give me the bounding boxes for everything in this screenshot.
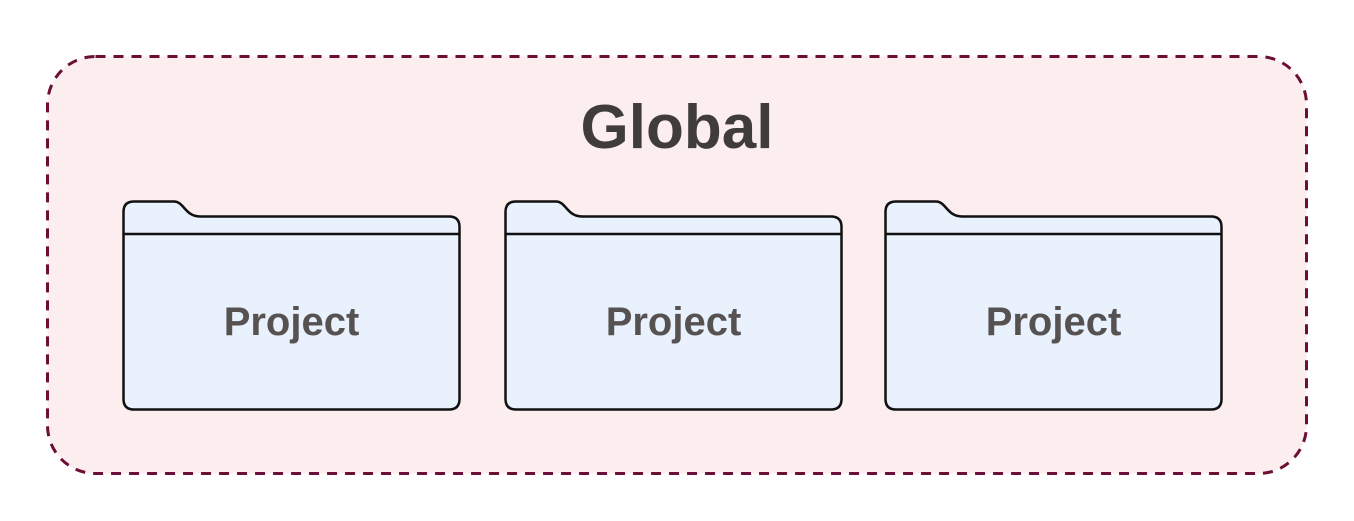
project-folder-1: Project — [122, 200, 461, 411]
folder-icon — [884, 200, 1223, 411]
project-folder-2: Project — [504, 200, 843, 411]
project-folder-label: Project — [223, 299, 360, 344]
folder-icon — [504, 200, 843, 411]
project-folder-3: Project — [884, 200, 1223, 411]
global-scope-title: Global — [580, 93, 774, 162]
folder-icon — [122, 200, 461, 411]
global-scope-container: Global Project Project Project — [46, 55, 1308, 475]
project-folder-label: Project — [605, 299, 742, 344]
project-folder-label: Project — [985, 299, 1122, 344]
